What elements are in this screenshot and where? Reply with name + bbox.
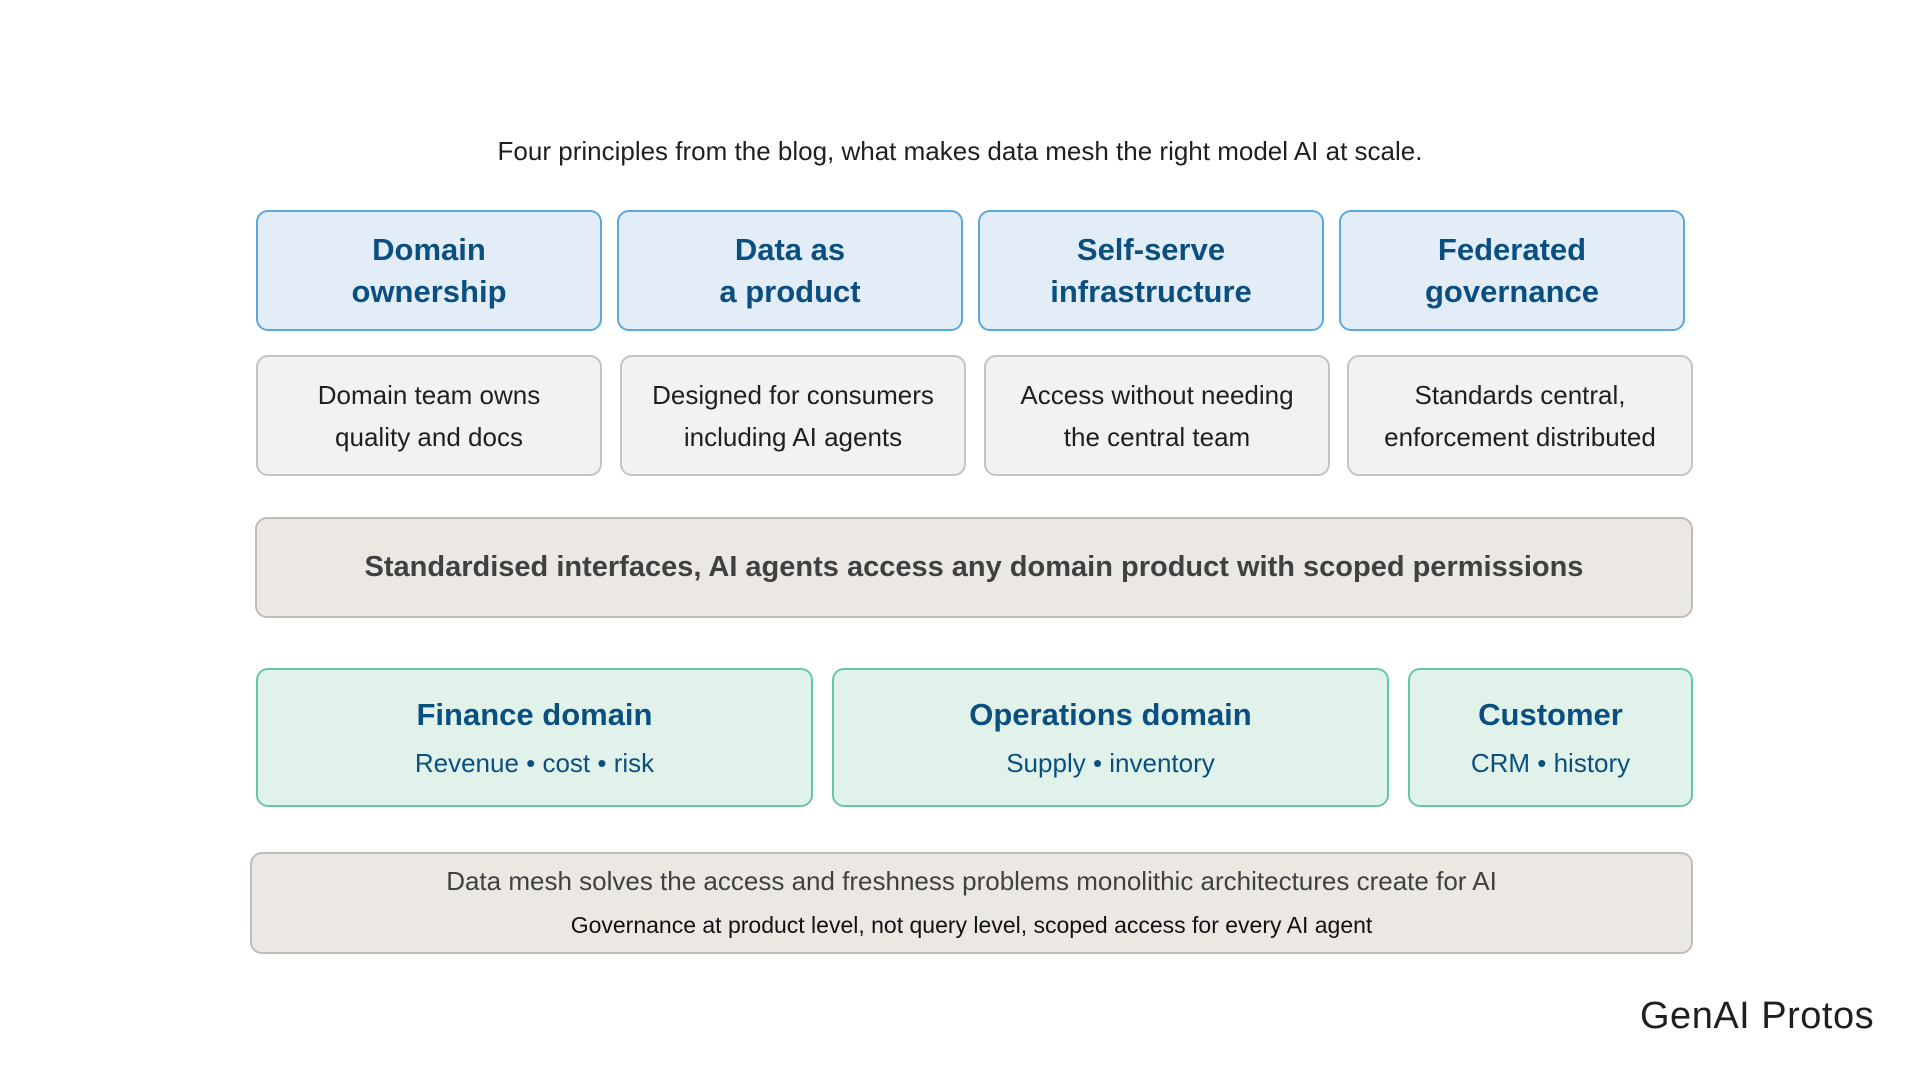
domain-finance: Finance domain Revenue • cost • risk [256, 668, 813, 807]
interfaces-bar: Standardised interfaces, AI agents acces… [255, 517, 1693, 618]
interfaces-bar-label: Standardised interfaces, AI agents acces… [364, 551, 1584, 583]
principle-desc-self-serve: Access without needing the central team [984, 355, 1330, 476]
domain-name: Operations domain [969, 696, 1252, 732]
summary-line2: Governance at product level, not query l… [570, 912, 1373, 938]
principle-desc-federated-governance: Standards central, enforcement distribut… [1347, 355, 1693, 476]
principle-title-line2: infrastructure [1050, 273, 1252, 309]
principle-title-line2: a product [719, 273, 861, 309]
principle-title-line1: Domain [372, 231, 486, 267]
desc-line2: quality and docs [335, 421, 523, 452]
desc-line2: including AI agents [683, 421, 903, 452]
principle-federated-governance: Federated governance [1339, 210, 1685, 331]
desc-line2: the central team [1063, 421, 1251, 452]
desc-line1: Access without needing [1020, 379, 1294, 410]
principle-title-line1: Federated [1437, 231, 1587, 267]
domain-operations: Operations domain Supply • inventory [832, 668, 1389, 807]
summary-line1: Data mesh solves the access and freshnes… [446, 866, 1497, 896]
principle-data-as-product: Data as a product [617, 210, 963, 331]
diagram-subtitle: Four principles from the blog, what make… [497, 136, 1423, 166]
summary-box: Data mesh solves the access and freshnes… [250, 852, 1693, 954]
desc-line1: Designed for consumers [652, 379, 934, 410]
principle-title-line1: Self-serve [1076, 231, 1226, 267]
genai-protos-logo: GenAI Protos [1640, 995, 1875, 1037]
principle-title-line2: ownership [351, 273, 507, 309]
desc-line2: enforcement distributed [1384, 421, 1656, 452]
domain-customer: Customer CRM • history [1408, 668, 1693, 807]
domain-name: Finance domain [416, 696, 653, 732]
principle-title-line1: Data as [734, 231, 846, 267]
domain-subtitle: Revenue • cost • risk [414, 747, 655, 778]
principle-desc-data-as-product: Designed for consumers including AI agen… [620, 355, 966, 476]
domain-name: Customer [1478, 696, 1623, 732]
principle-title-line2: governance [1424, 273, 1599, 309]
principle-domain-ownership: Domain ownership [256, 210, 602, 331]
principle-desc-domain-ownership: Domain team owns quality and docs [256, 355, 602, 476]
desc-line1: Standards central, [1414, 379, 1626, 410]
domain-subtitle: Supply • inventory [1006, 747, 1215, 778]
desc-line1: Domain team owns [317, 379, 541, 410]
domain-subtitle: CRM • history [1470, 747, 1631, 778]
principle-self-serve-infrastructure: Self-serve infrastructure [978, 210, 1324, 331]
